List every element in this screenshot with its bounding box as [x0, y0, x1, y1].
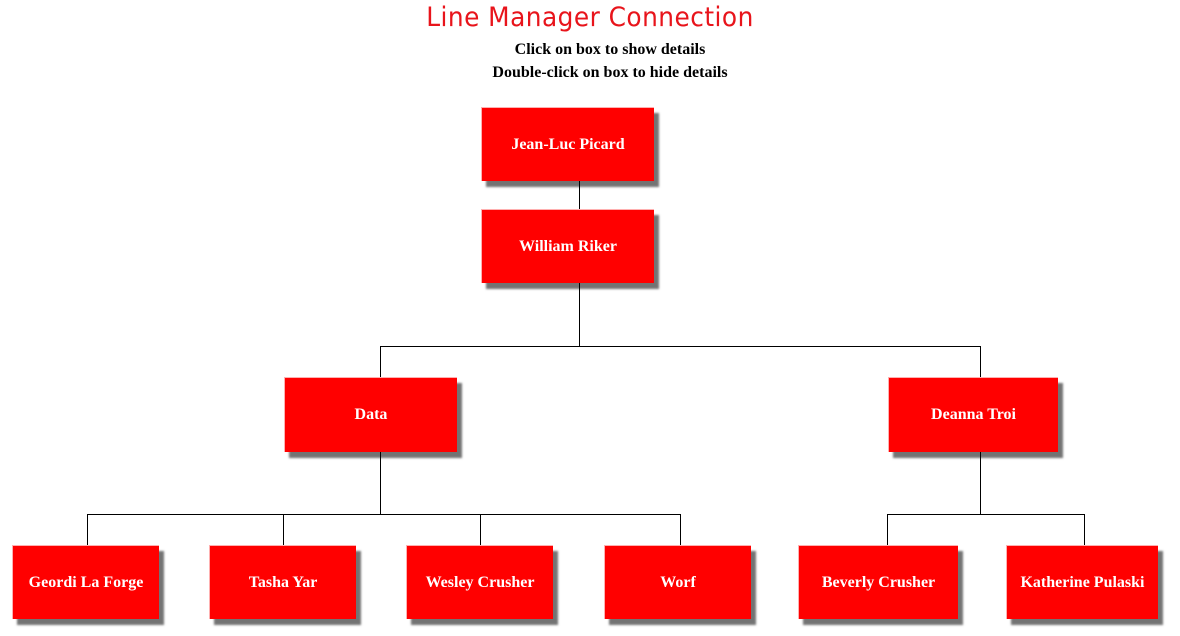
node-label: Worf: [660, 573, 696, 591]
node-worf[interactable]: Worf: [604, 545, 751, 619]
connector-to-worf: [680, 514, 681, 546]
connector-to-yar: [283, 514, 284, 546]
node-label: Wesley Crusher: [425, 573, 535, 591]
connector-to-data: [380, 346, 381, 378]
node-data[interactable]: Data: [284, 377, 457, 452]
instruction-hide: Double-click on box to hide details: [492, 64, 728, 81]
node-label: Deanna Troi: [931, 406, 1016, 423]
connector-to-troi: [980, 346, 981, 378]
page-title: Line Manager Connection: [426, 2, 754, 33]
node-label: Katherine Pulaski: [1020, 573, 1145, 591]
node-label: Beverly Crusher: [821, 573, 936, 591]
node-riker[interactable]: William Riker: [481, 209, 654, 283]
node-beverly[interactable]: Beverly Crusher: [798, 545, 958, 619]
node-label: Geordi La Forge: [28, 573, 144, 591]
connector-riker-down: [579, 283, 580, 347]
node-yar[interactable]: Tasha Yar: [209, 545, 356, 619]
node-label: Data: [354, 406, 388, 423]
connector-troi-down: [980, 452, 981, 515]
connector-picard-riker: [579, 180, 580, 210]
node-laforge[interactable]: Geordi La Forge: [12, 545, 159, 619]
connector-level2-bar: [380, 346, 981, 347]
connector-to-laforge: [87, 514, 88, 546]
node-troi[interactable]: Deanna Troi: [888, 377, 1058, 452]
connector-data-children-bar: [87, 514, 681, 515]
connector-troi-children-bar: [887, 514, 1085, 515]
node-picard[interactable]: Jean-Luc Picard: [481, 107, 654, 181]
connector-to-pulaski: [1084, 514, 1085, 546]
node-label: Jean-Luc Picard: [511, 135, 625, 153]
node-wesley[interactable]: Wesley Crusher: [406, 545, 553, 619]
connector-to-wesley: [480, 514, 481, 546]
node-label: William Riker: [519, 237, 617, 255]
node-pulaski[interactable]: Katherine Pulaski: [1006, 545, 1158, 619]
connector-to-beverly: [887, 514, 888, 546]
node-label: Tasha Yar: [248, 573, 318, 591]
connector-data-down: [380, 452, 381, 515]
instruction-show: Click on box to show details: [514, 41, 706, 58]
